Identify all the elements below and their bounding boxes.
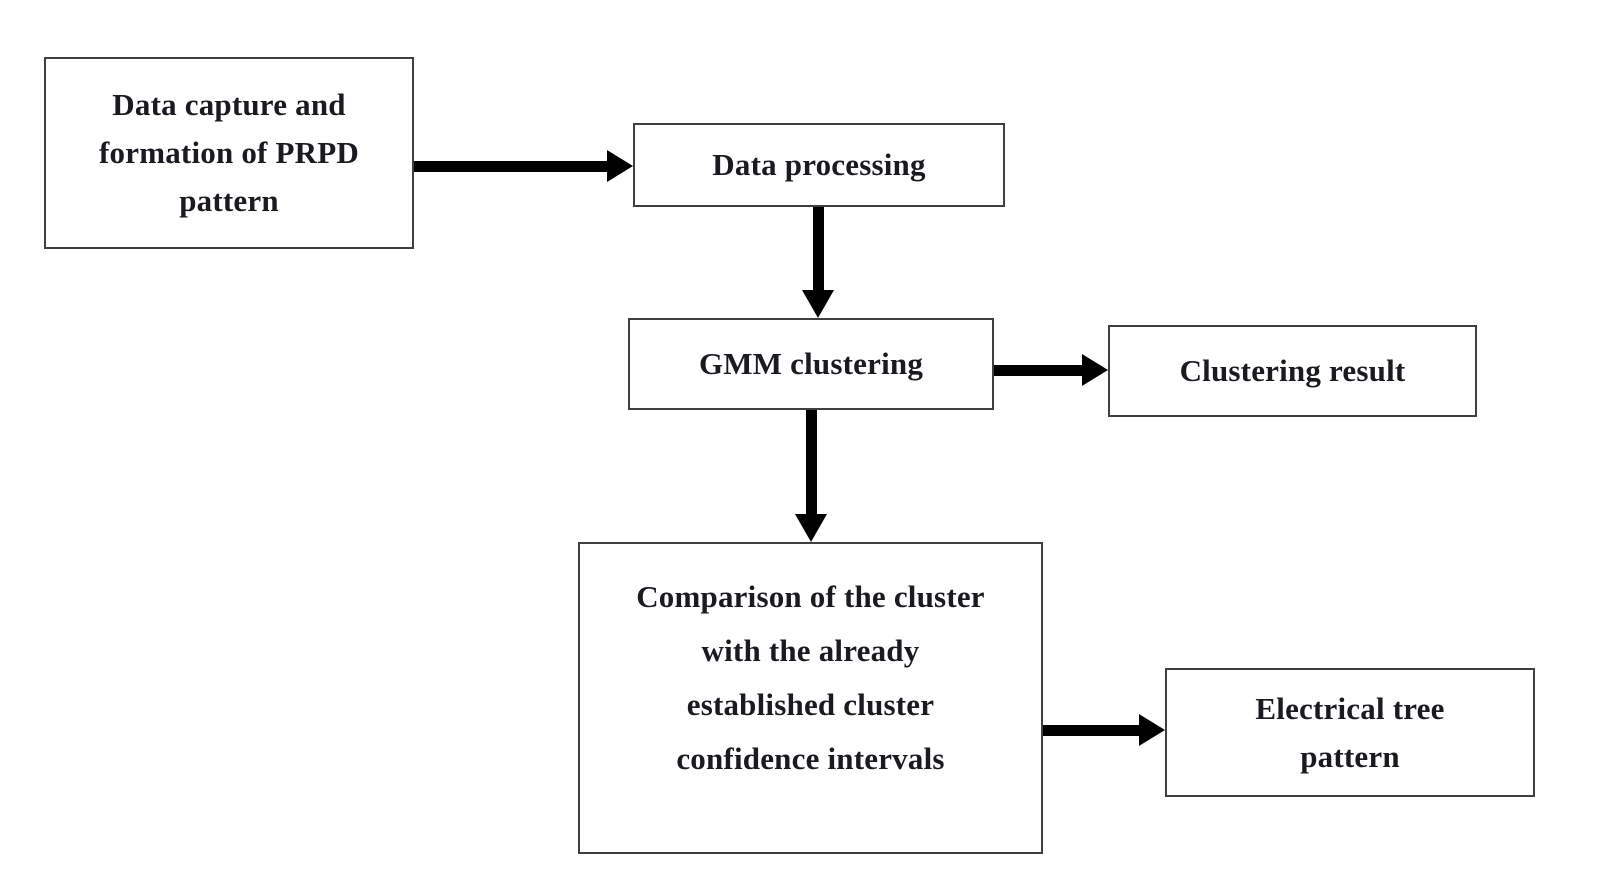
- node-data-processing: Data processing: [633, 123, 1005, 207]
- arrow-gmm-to-result: [994, 365, 1086, 376]
- node-gmm-clustering-label: GMM clustering: [698, 346, 924, 381]
- arrow-capture-to-processing: [414, 161, 612, 172]
- arrow-gmm-to-comparison: [806, 410, 817, 516]
- node-data-capture: Data capture and formation of PRPD patte…: [44, 57, 414, 249]
- arrow-gmm-to-comparison-head-icon: [795, 514, 827, 542]
- node-cluster-comparison: Comparison of the cluster with the alrea…: [578, 542, 1043, 854]
- node-data-processing-label: Data processing: [712, 147, 926, 182]
- node-clustering-result-label: Clustering result: [1179, 353, 1406, 388]
- arrow-comparison-to-tree: [1043, 725, 1143, 736]
- node-gmm-clustering: GMM clustering: [628, 318, 994, 410]
- node-electrical-tree-pattern-label: Electrical tree pattern: [1255, 690, 1445, 774]
- arrow-processing-to-gmm: [813, 207, 824, 292]
- arrow-comparison-to-tree-head-icon: [1139, 714, 1165, 746]
- node-clustering-result: Clustering result: [1108, 325, 1477, 417]
- arrow-gmm-to-result-head-icon: [1082, 354, 1108, 386]
- arrow-capture-to-processing-head-icon: [607, 150, 633, 182]
- node-data-capture-label: Data capture and formation of PRPD patte…: [99, 87, 359, 218]
- node-electrical-tree-pattern: Electrical tree pattern: [1165, 668, 1535, 797]
- arrow-processing-to-gmm-head-icon: [802, 290, 834, 318]
- node-cluster-comparison-label: Comparison of the cluster with the alrea…: [636, 579, 985, 776]
